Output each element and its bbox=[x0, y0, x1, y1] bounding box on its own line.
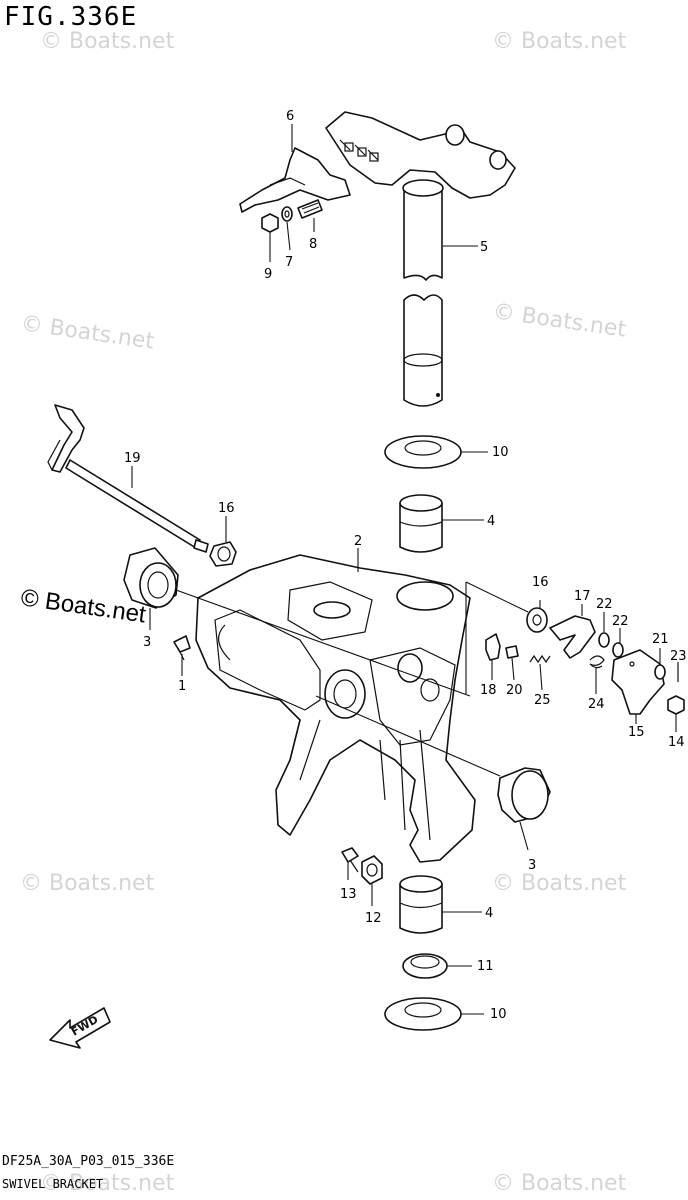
figure-title: FIG.336E bbox=[4, 2, 138, 32]
part-4-bushing-bottom bbox=[399, 875, 443, 934]
watermark: © Boats.net bbox=[491, 299, 628, 342]
callout-3-left: 3 bbox=[143, 635, 151, 650]
watermark: © Boats.net bbox=[40, 1171, 175, 1196]
callout-10-top: 10 bbox=[492, 445, 509, 460]
callout-4-bottom: 4 bbox=[485, 906, 493, 921]
callout-19: 19 bbox=[124, 451, 141, 466]
part-3-bushing-left bbox=[123, 547, 179, 609]
callout-24: 24 bbox=[588, 697, 605, 712]
callout-13: 13 bbox=[340, 887, 357, 902]
watermark: © Boats.net bbox=[20, 871, 155, 896]
part-22-washer-b bbox=[612, 642, 624, 658]
part-4-bushing-top bbox=[399, 494, 443, 553]
callout-16-right: 16 bbox=[532, 575, 549, 590]
part-15-stopper bbox=[611, 649, 665, 715]
watermark: © Boats.net bbox=[40, 29, 175, 54]
part-8-bolt bbox=[297, 199, 323, 219]
fwd-arrow-icon: FWD bbox=[49, 1007, 111, 1049]
callout-16-left: 16 bbox=[218, 501, 235, 516]
part-20-screw bbox=[505, 645, 519, 659]
part-3-bushing-right bbox=[497, 767, 551, 823]
callout-6: 6 bbox=[286, 109, 294, 124]
callout-23: 23 bbox=[670, 649, 687, 664]
callout-22-b: 22 bbox=[612, 614, 629, 629]
part-17-lever bbox=[549, 615, 596, 659]
part-19-tilt-rod bbox=[47, 404, 209, 553]
part-7-washer bbox=[281, 206, 293, 222]
part-10-washer-bottom bbox=[384, 997, 462, 1031]
part-22-washer-a bbox=[598, 632, 610, 648]
callout-14: 14 bbox=[668, 735, 685, 750]
callout-7: 7 bbox=[285, 255, 293, 270]
figure-name: SWIVEL BRACKET bbox=[2, 1177, 104, 1191]
watermark: © Boats.net bbox=[492, 1171, 627, 1196]
callout-17: 17 bbox=[574, 589, 591, 604]
callout-3-right: 3 bbox=[528, 858, 536, 873]
watermark: © Boats.net bbox=[492, 29, 627, 54]
part-10-washer-top bbox=[384, 435, 462, 469]
callout-22-a: 22 bbox=[596, 597, 613, 612]
part-21-washer bbox=[654, 664, 666, 680]
part-16-bushing-left bbox=[209, 541, 237, 567]
watermark: © Boats.net bbox=[19, 311, 156, 354]
part-9-nut bbox=[261, 213, 279, 233]
part-24-spring bbox=[589, 655, 605, 669]
leader-lines bbox=[131, 124, 679, 1015]
watermark: © Boats.net bbox=[492, 871, 627, 896]
callout-8: 8 bbox=[309, 237, 317, 252]
callout-11: 11 bbox=[477, 959, 494, 974]
callout-10-bottom: 10 bbox=[490, 1007, 507, 1022]
callout-labels: 6 5 8 7 9 10 4 19 16 2 3 1 3 4 11 10 13 … bbox=[124, 109, 687, 1022]
part-25-spring bbox=[529, 654, 551, 664]
callout-1: 1 bbox=[178, 679, 186, 694]
part-14-nut bbox=[667, 695, 685, 715]
part-6-clamp-bracket bbox=[239, 111, 516, 213]
part-16-bushing-right bbox=[526, 607, 548, 633]
callout-9: 9 bbox=[264, 267, 272, 282]
part-5-steering-shaft bbox=[402, 179, 444, 407]
part-11-ring bbox=[402, 953, 448, 979]
part-13-bolt bbox=[341, 847, 359, 873]
callout-18: 18 bbox=[480, 683, 497, 698]
figure-code: DF25A_30A_P03_015_336E bbox=[2, 1154, 175, 1169]
callout-4-top: 4 bbox=[487, 514, 495, 529]
callout-21: 21 bbox=[652, 632, 669, 647]
part-2-swivel-bracket bbox=[195, 554, 476, 863]
part-1-grease-nipple bbox=[173, 635, 191, 661]
part-12-collar bbox=[361, 855, 383, 885]
callout-15: 15 bbox=[628, 725, 645, 740]
callout-20: 20 bbox=[506, 683, 523, 698]
callout-12: 12 bbox=[365, 911, 382, 926]
part-18-plate bbox=[485, 633, 501, 661]
callout-5: 5 bbox=[480, 240, 488, 255]
callout-2: 2 bbox=[354, 534, 362, 549]
callout-25: 25 bbox=[534, 693, 551, 708]
